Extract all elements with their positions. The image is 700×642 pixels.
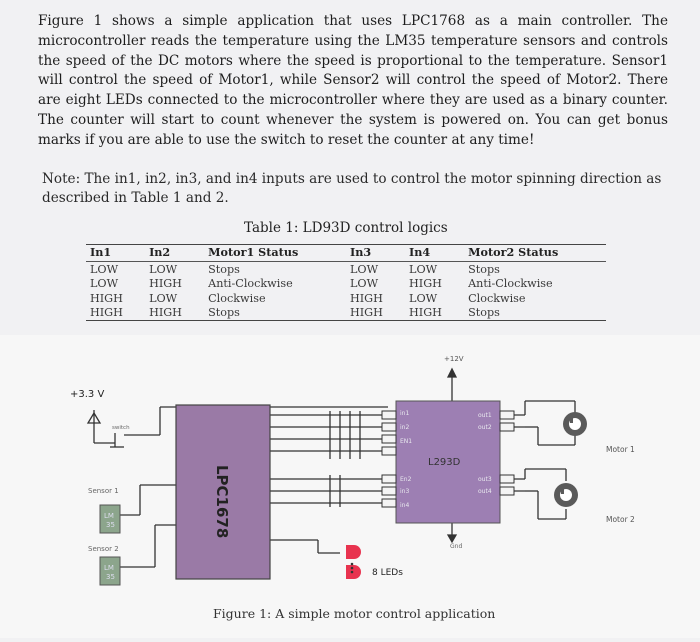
table-row: HIGH HIGH Stops HIGH HIGH Stops	[86, 305, 606, 321]
table-cell: Stops	[204, 305, 346, 321]
pin-out3: out3	[478, 476, 492, 483]
pin-en2: En2	[400, 476, 412, 483]
pin-out4: out4	[478, 488, 492, 495]
pin-out2: out2	[478, 424, 492, 431]
motor1-label: Motor 1	[606, 445, 635, 454]
motor2-icon	[554, 483, 578, 507]
table-row: HIGH LOW Clockwise HIGH LOW Clockwise	[86, 291, 606, 306]
driver-block	[395, 400, 501, 524]
pin-en1: EN1	[400, 438, 412, 445]
sensor2-chip	[99, 556, 121, 586]
table-cell: HIGH	[349, 291, 383, 305]
sensor1-label: Sensor 1	[88, 487, 119, 495]
table-cell: LOW	[90, 262, 119, 276]
table-cell: Stops	[468, 262, 500, 276]
gnd-label: Gnd	[450, 543, 462, 550]
table-header-row: In1 In2 Motor1 Status In3 In4 Motor2 Sta…	[86, 244, 606, 262]
table-cell: HIGH	[405, 305, 465, 321]
circuit-diagram: LM 35 LM 35 LPC1678 L293D in1 in2 EN1 En…	[0, 335, 700, 638]
table-cell: Clockwise	[468, 291, 526, 305]
header-in4: In4	[405, 244, 465, 262]
pin-in1: in1	[400, 410, 409, 417]
motor1-icon	[563, 412, 587, 436]
led-icon	[346, 545, 361, 579]
header-in1: In1	[86, 244, 146, 262]
table-cell: Anti-Clockwise	[468, 277, 553, 290]
circuit-svg: LM 35 LM 35 LPC1678 L293D in1 in2 EN1 En…	[70, 355, 635, 586]
pin-in3: in3	[400, 488, 409, 495]
table-cell: HIGH	[90, 291, 123, 305]
table-cell: Anti-Clockwise	[208, 277, 293, 290]
table-cell: LOW	[149, 262, 178, 276]
sensor2-chip-text-line2: 35	[106, 573, 115, 581]
header-in2: In2	[145, 244, 205, 262]
sensor1-chip	[99, 504, 121, 534]
leds-label: 8 LEDs	[372, 568, 403, 578]
motor2-label: Motor 2	[606, 515, 635, 524]
control-logic-table: In1 In2 Motor1 Status In3 In4 Motor2 Sta…	[86, 244, 606, 321]
driver-label: L293D	[428, 457, 461, 468]
pin-in4: in4	[400, 502, 409, 509]
table-row: LOW HIGH Anti-Clockwise LOW HIGH Anti-Cl…	[86, 277, 606, 292]
intro-paragraph: Figure 1 shows a simple application that…	[38, 13, 668, 148]
table-cell: LOW	[349, 277, 379, 290]
table-cell: Clockwise	[208, 291, 266, 305]
supply-label: +3.3 V	[70, 389, 104, 400]
sensor2-chip-text-line1: LM	[104, 564, 114, 572]
table-cell: LOW	[409, 291, 438, 305]
table-cell: LOW	[90, 277, 119, 290]
header-in3: In3	[345, 244, 406, 262]
table-cell: LOW	[149, 291, 178, 305]
pin-out1: out1	[478, 412, 492, 419]
table-cell: HIGH	[345, 305, 406, 321]
sensor1-chip-text-line1: LM	[104, 512, 114, 520]
table-cell: LOW	[409, 262, 438, 276]
figure-caption: Figure 1: A simple motor control applica…	[213, 606, 496, 621]
table-cell: HIGH	[145, 305, 205, 321]
mcu-label: LPC1678	[213, 465, 231, 538]
table-cell: HIGH	[409, 277, 442, 290]
note-paragraph: Note: The in1, in2, in3, and in4 inputs …	[42, 171, 662, 206]
table-row: LOW LOW Stops LOW LOW Stops	[86, 262, 606, 277]
table-cell: Stops	[208, 262, 240, 276]
mcu-block	[175, 404, 271, 580]
sensor2-label: Sensor 2	[88, 545, 119, 553]
switch-label: switch	[112, 425, 130, 431]
header-motor2-status: Motor2 Status	[464, 244, 606, 262]
table-caption: Table 1: LD93D control logics	[244, 220, 448, 236]
table-cell: HIGH	[149, 277, 182, 290]
pin-in2: in2	[400, 424, 409, 431]
header-motor1-status: Motor1 Status	[204, 244, 346, 262]
vcc-label: +12V	[444, 355, 464, 363]
table-cell: Stops	[464, 305, 606, 321]
table-cell: LOW	[349, 262, 379, 276]
table-cell: HIGH	[86, 305, 146, 321]
sensor1-chip-text-line2: 35	[106, 521, 115, 529]
